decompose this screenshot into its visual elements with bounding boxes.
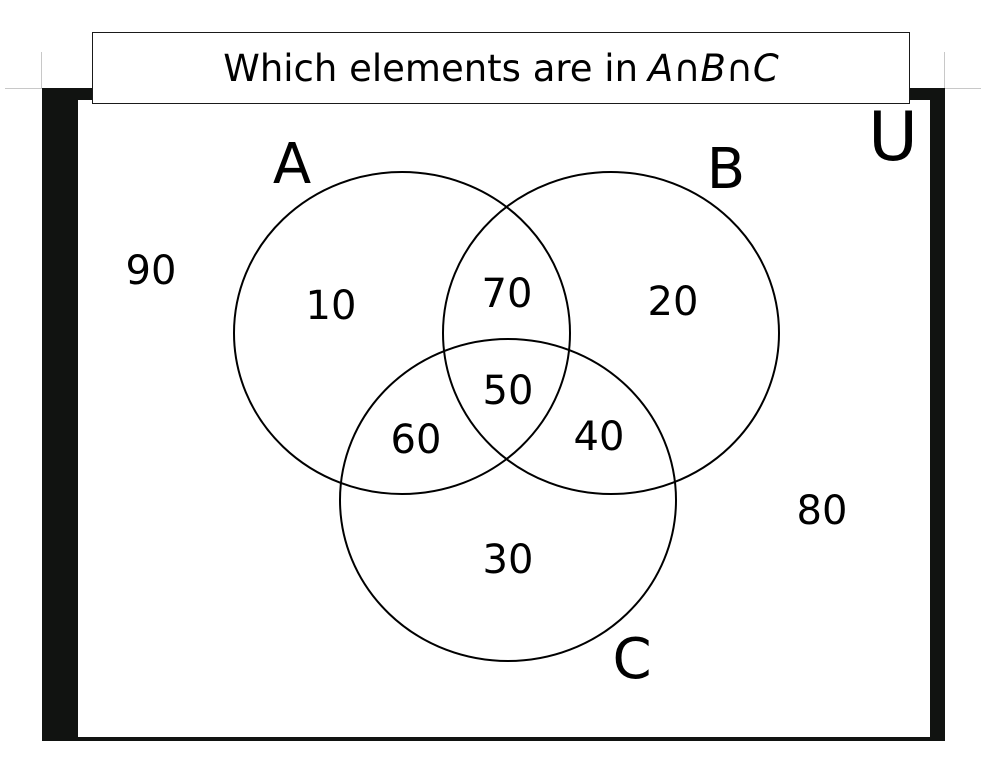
set-b-circle: [442, 171, 780, 495]
region-a-and-b-value: 70: [482, 271, 533, 317]
set-c-circle: [339, 338, 677, 662]
region-only-b-value: 20: [648, 279, 699, 325]
set-c-label: C: [612, 627, 651, 692]
region-only-a-value: 10: [306, 283, 357, 329]
region-a-b-c-value: 50: [483, 368, 534, 414]
question-set-expression: A∩B∩C: [648, 46, 779, 90]
region-outside-right-value: 80: [797, 488, 848, 534]
universal-set-label: U: [868, 98, 918, 177]
question-title-box: Which elements are in A∩B∩C: [92, 32, 910, 104]
set-b-label: B: [707, 137, 745, 202]
crop-mark-left-vertical: [41, 52, 42, 88]
region-outside-left-value: 90: [126, 248, 177, 294]
region-a-and-c-value: 60: [391, 417, 442, 463]
crop-mark-right-horizontal: [945, 88, 981, 89]
region-b-and-c-value: 40: [574, 414, 625, 460]
set-a-label: A: [273, 132, 311, 197]
question-text: Which elements are in: [223, 46, 639, 90]
crop-mark-right-vertical: [944, 52, 945, 88]
set-a-circle: [233, 171, 571, 495]
crop-mark-left-horizontal: [5, 88, 42, 89]
region-only-c-value: 30: [483, 537, 534, 583]
